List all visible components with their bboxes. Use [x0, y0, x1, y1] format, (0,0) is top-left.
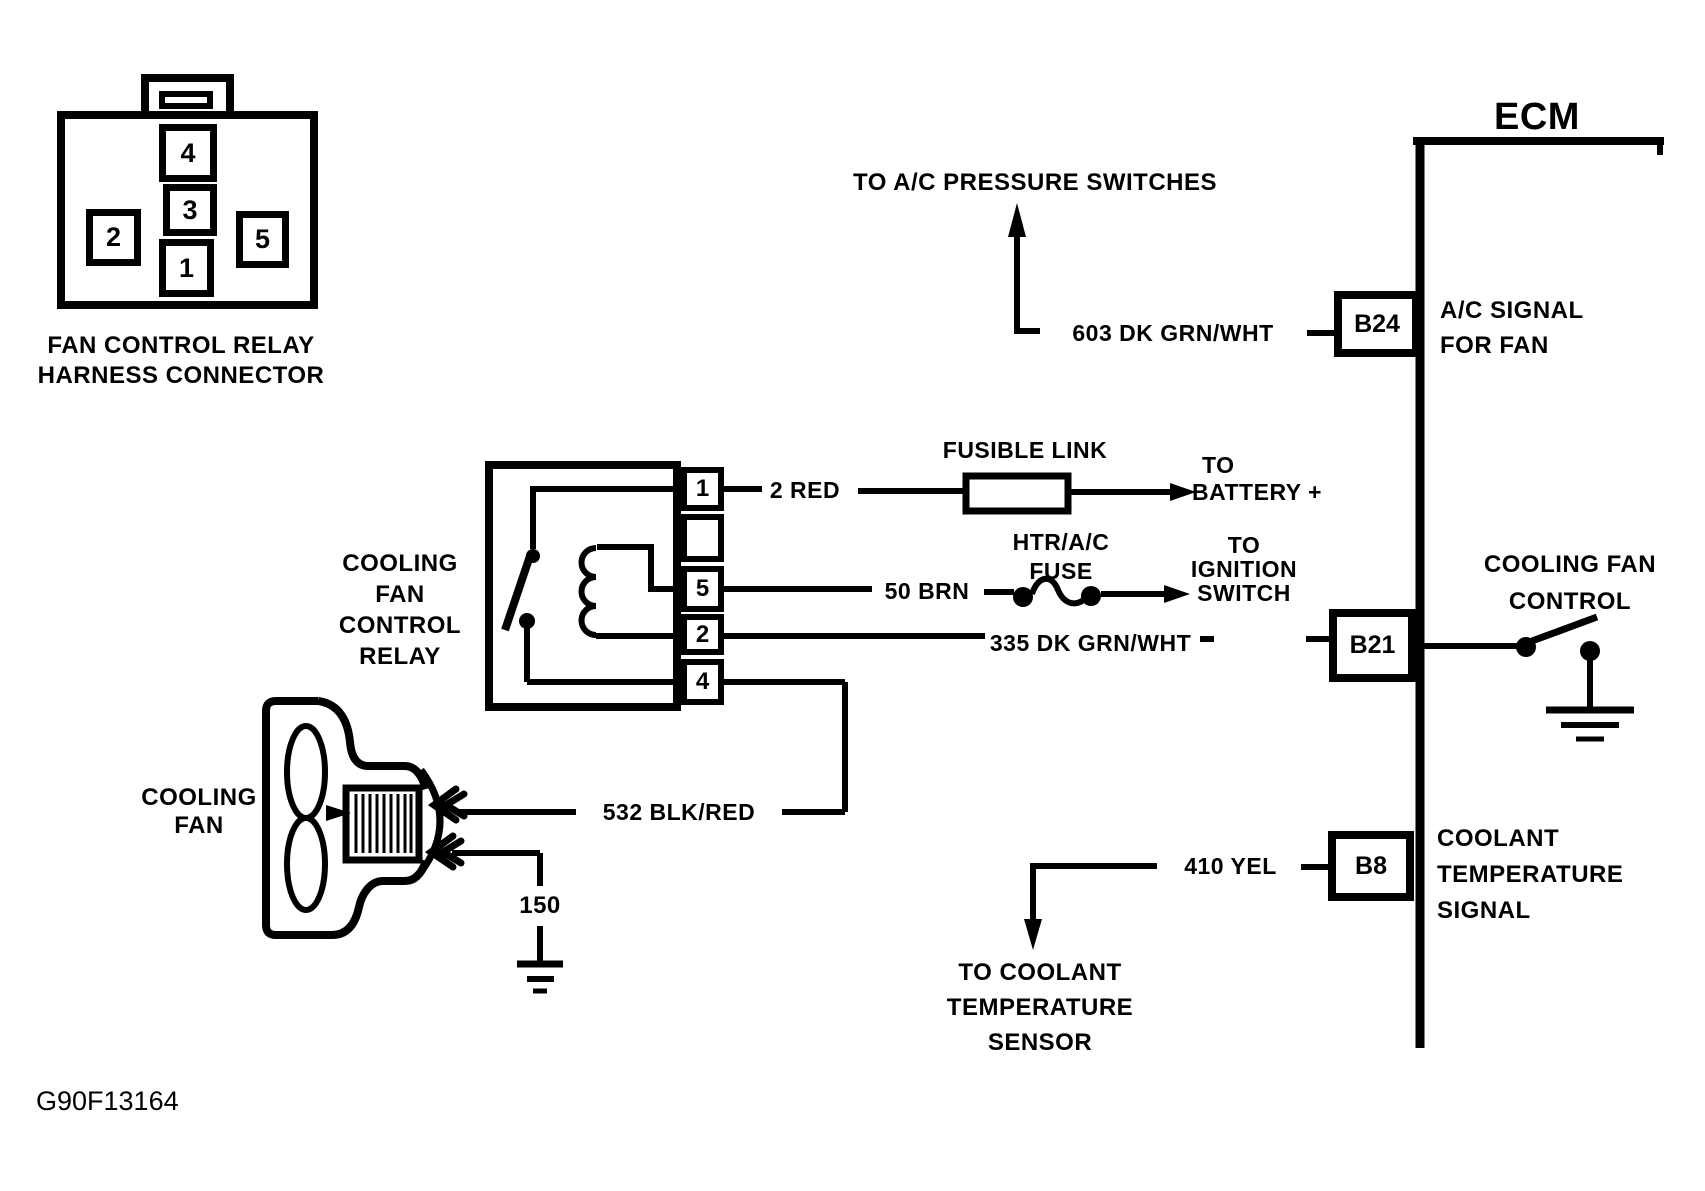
relay-internal-switch [501, 486, 681, 685]
connector-pin-5-number: 5 [254, 224, 271, 254]
relay-label-line4: RELAY [359, 643, 441, 670]
relay-internal-coil [578, 544, 681, 639]
wire-150-label: 150 [519, 892, 561, 919]
figure-id: G90F13164 [36, 1086, 179, 1116]
relay-pin-5: 5 [681, 566, 724, 612]
ignition-label-line2: IGNITION [1190, 556, 1298, 582]
coolant-temp-signal-line2: TEMPERATURE [1437, 861, 1624, 888]
connector-pin-3-number: 3 [182, 194, 198, 225]
wire-335-path [723, 633, 1332, 642]
htr-ac-fuse-label: HTR/A/C FUSE [1000, 528, 1122, 586]
connector-pin-3: 3 [163, 184, 217, 236]
battery-destination-label: TO BATTERY + [1192, 452, 1322, 506]
ignition-label-line3: SWITCH [1197, 580, 1291, 606]
fusible-link-label: FUSIBLE LINK [942, 437, 1108, 463]
connector-tab-inner [159, 91, 213, 109]
relay-pin-blank [681, 514, 724, 562]
ac-pressure-switches-label: TO A/C PRESSURE SWITCHES [852, 169, 1218, 196]
harness-connector-label-line2: HARNESS CONNECTOR [37, 362, 325, 389]
cooling-fan-label: COOLING FAN [124, 784, 274, 840]
connector-pin-1: 1 [159, 239, 214, 297]
ecm-terminal-b24: B24 [1334, 291, 1420, 357]
cooling-fan-label-line1: COOLING [141, 784, 257, 811]
htr-ac-fuse-label-line1: HTR/A/C [1012, 529, 1110, 555]
wire-150-path [452, 850, 563, 994]
relay-label: COOLING FAN CONTROL RELAY [315, 548, 485, 672]
wire-50brn-label: 50 BRN [884, 578, 970, 604]
connector-pin-2-number: 2 [105, 222, 122, 252]
cooling-fan-drawing [262, 697, 468, 939]
ac-signal-label: A/C SIGNAL FOR FAN [1440, 293, 1584, 363]
coolant-sensor-label-line1: TO COOLANT [958, 959, 1122, 986]
ac-signal-label-line1: A/C SIGNAL [1440, 297, 1584, 324]
battery-label-line2: BATTERY + [1192, 479, 1322, 505]
cooling-fan-control-label-line2: CONTROL [1508, 588, 1632, 615]
fan-motor-hatch [354, 794, 413, 853]
connector-pin-1-number: 1 [178, 252, 195, 283]
battery-label-line1: TO [1202, 452, 1235, 478]
harness-connector-label-line1: FAN CONTROL RELAY [47, 332, 315, 359]
wire-532-path [458, 679, 848, 815]
ignition-label-line1: TO [1227, 532, 1261, 558]
wire-410-label: 410 YEL [1184, 853, 1277, 879]
coolant-sensor-label-line2: TEMPERATURE [946, 994, 1134, 1021]
ecm-boundary-lines [1413, 137, 1664, 1048]
fan-terminal-chevrons [424, 785, 468, 871]
relay-label-line3: CONTROL [338, 612, 462, 639]
wire-603-path [1008, 203, 1336, 336]
coolant-temp-signal-label: COOLANT TEMPERATURE SIGNAL [1437, 821, 1623, 929]
wire-2red-path [723, 472, 1196, 515]
fan-blade-upper [284, 723, 328, 821]
ac-signal-label-line2: FOR FAN [1440, 332, 1549, 359]
wire-50brn-path [723, 575, 1190, 607]
wire-335-label: 335 DK GRN/WHT [989, 630, 1192, 656]
relay-label-line1: COOLING [342, 550, 458, 577]
relay-pin-2: 2 [681, 614, 724, 655]
fan-hub [326, 805, 351, 821]
ecm-terminal-b21-label: B21 [1349, 631, 1396, 659]
wire-603-label: 603 DK GRN/WHT [1072, 320, 1274, 346]
ecm-terminal-b8: B8 [1328, 831, 1414, 901]
ignition-destination-label: TO IGNITION SWITCH [1182, 533, 1306, 605]
relay-pin-1-number: 1 [695, 475, 710, 502]
relay-pin-5-number: 5 [695, 575, 710, 602]
connector-pin-5: 5 [236, 211, 289, 268]
relay-pin-2-number: 2 [695, 620, 710, 648]
ecm-title: ECM [1494, 96, 1580, 138]
htr-ac-fuse-label-line2: FUSE [1029, 558, 1093, 584]
ecm-terminal-b8-label: B8 [1355, 851, 1387, 880]
relay-pin-1: 1 [681, 467, 724, 511]
cooling-fan-control-label-line1: COOLING FAN [1483, 551, 1657, 578]
wire-410-path [1024, 863, 1330, 950]
connector-pin-4-number: 4 [180, 137, 196, 168]
cooling-fan-label-line2: FAN [174, 812, 224, 839]
fan-blade-lower [284, 815, 328, 913]
harness-connector-label: FAN CONTROL RELAY HARNESS CONNECTOR [26, 331, 336, 391]
relay-body [485, 461, 681, 711]
relay-pin-4: 4 [681, 659, 724, 705]
relay-label-line2: FAN [375, 581, 425, 608]
coolant-temp-signal-line1: COOLANT [1437, 825, 1560, 852]
connector-pin-2: 2 [86, 209, 141, 266]
ecm-terminal-b24-label: B24 [1354, 309, 1400, 338]
coolant-sensor-destination-label: TO COOLANT TEMPERATURE SENSOR [920, 955, 1160, 1060]
connector-pin-4: 4 [159, 124, 217, 182]
cooling-fan-control-label: COOLING FAN CONTROL [1470, 546, 1670, 620]
coolant-sensor-label-line3: SENSOR [987, 1029, 1093, 1056]
cooling-fan-control-switch [1420, 613, 1634, 742]
relay-pin-4-number: 4 [695, 668, 710, 695]
ecm-terminal-b21: B21 [1329, 609, 1416, 682]
wire-532-label: 532 BLK/RED [602, 799, 756, 825]
coolant-temp-signal-line3: SIGNAL [1437, 897, 1531, 924]
wire-2red-label: 2 RED [769, 477, 841, 503]
